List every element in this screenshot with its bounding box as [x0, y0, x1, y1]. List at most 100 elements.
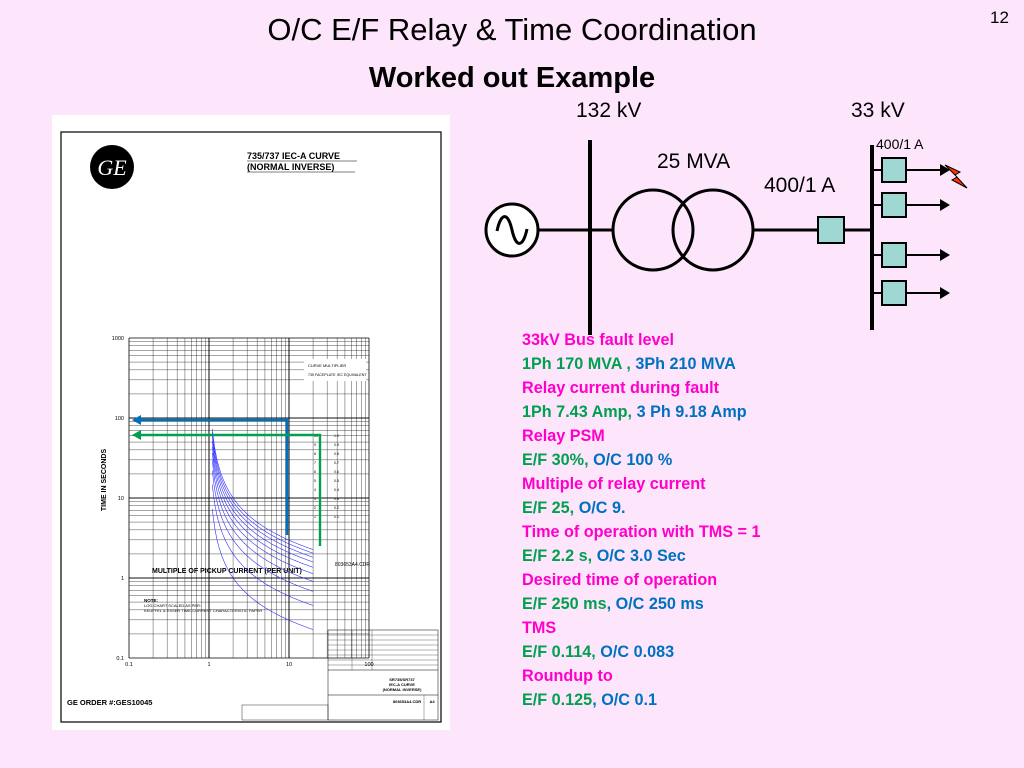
note-segment: , O/C 250 ms — [606, 595, 704, 613]
inverse-curve — [212, 432, 314, 554]
inverse-curve — [212, 446, 314, 568]
legend-col2: IEC EQUIVALENT — [337, 373, 367, 377]
title-block: SR735/SR737 IEC-A CURVE (NORMAL INVERSE)… — [241, 629, 439, 721]
note-segment: 1Ph 170 MVA , — [522, 355, 636, 373]
log-grid — [128, 337, 370, 659]
arrow-icon — [940, 164, 950, 176]
title-block-line3: (NORMAL INVERSE) — [383, 687, 422, 692]
curve-label: 9 — [314, 443, 316, 447]
x-tick-label: 1 — [207, 662, 210, 668]
inverse-curve — [212, 484, 314, 606]
note-segment: E/F 25, — [522, 499, 579, 517]
slide-title: O/C E/F Relay & Time Coordination — [267, 12, 757, 47]
sheet-border — [60, 131, 442, 723]
feeder-ct-3 — [881, 242, 907, 268]
feeder-1 — [872, 157, 950, 183]
note-segment: O/C 3.0 Sec — [596, 547, 686, 565]
note-segment: E/F 30%, — [522, 451, 594, 469]
inverse-curve — [212, 470, 314, 592]
note-segment: E/F 0.125 — [522, 691, 593, 709]
inverse-curve — [212, 428, 314, 550]
lv-voltage-label: 33 kV — [851, 99, 905, 122]
note-segment: O/C 100 % — [593, 451, 673, 469]
title-block-line2: IEC-A CURVE — [389, 682, 415, 687]
ge-order-number: GE ORDER #:GES10045 — [67, 698, 152, 707]
note-line: E/F 0.114, O/C 0.083 — [522, 640, 761, 664]
curve-title-line1: 735/737 IEC-A CURVE — [247, 151, 340, 161]
inverse-curve — [212, 436, 314, 558]
note-line: Time of operation with TMS = 1 — [522, 520, 761, 544]
iec-label: 0.6 — [334, 470, 339, 474]
transformer-primary-winding — [611, 188, 695, 272]
iec-label: 0.2 — [334, 506, 339, 510]
note-line: E/F 25, O/C 9. — [522, 496, 761, 520]
note-segment: Desired time of operation — [522, 571, 718, 589]
note-segment: Relay current during fault — [522, 379, 719, 397]
note-segment: 3 Ph 9.18 Amp — [636, 403, 747, 421]
legend-title: CURVE MULTIPLIER — [308, 363, 346, 368]
note-line: 1Ph 170 MVA , 3Ph 210 MVA — [522, 352, 761, 376]
inverse-curves — [212, 428, 314, 630]
y-axis-label: TIME IN SECONDS — [101, 449, 108, 512]
arrow-icon — [940, 199, 950, 211]
note-line: E/F 250 ms, O/C 250 ms — [522, 592, 761, 616]
curve-label: 6 — [314, 470, 316, 474]
iec-label: 0.3 — [334, 497, 339, 501]
note-line: Multiple of relay current — [522, 472, 761, 496]
note-line: E/F 30%, O/C 100 % — [522, 448, 761, 472]
feeder-2 — [872, 192, 950, 218]
x-axis-label: MULTIPLE OF PICKUP CURRENT (PER UNIT) — [152, 568, 302, 575]
transformer-secondary-winding — [671, 188, 755, 272]
inverse-curve — [212, 508, 314, 630]
feeder-ct-2 — [881, 192, 907, 218]
y-tick-label: 10 — [118, 496, 124, 502]
legend-col1: 735 FACEPLATE — [308, 373, 336, 377]
single-line-diagram — [484, 140, 968, 335]
y-tick-label: 0.1 — [116, 656, 124, 662]
iec-label: 0.9 — [334, 443, 339, 447]
ef-coordination-line — [132, 430, 322, 546]
curve-label: 3 — [314, 497, 316, 501]
feeder-4 — [872, 280, 950, 306]
x-tick-label: 0.1 — [125, 662, 133, 668]
curve-label: 2 — [314, 506, 316, 510]
title-block-line1: SR735/SR737 — [389, 677, 415, 682]
note-segment: TMS — [522, 619, 557, 637]
note-line2: KEUFFEL & ESSER TIME-CURRENT CHARACTERIS… — [144, 608, 262, 613]
title-block-size: A4 — [429, 699, 435, 704]
iec-label: 0.7 — [334, 461, 339, 465]
feeder-ct-4 — [881, 280, 907, 306]
main-ct-ratio-label: 400/1 A — [764, 174, 836, 197]
curve-label: 4 — [314, 488, 316, 492]
note-segment: E/F 2.2 s, — [522, 547, 597, 565]
note-title: NOTE: — [144, 598, 159, 603]
sine-wave-icon — [495, 215, 529, 245]
y-tick-label: 1 — [121, 576, 124, 582]
note-segment: O/C 9. — [578, 499, 626, 517]
note-line: TMS — [522, 616, 761, 640]
relay-curve-sheet: GE 735/737 IEC-A CURVE (NORMAL INVERSE) … — [52, 115, 450, 730]
curve-label: 1 — [314, 515, 316, 519]
inverse-curve — [212, 441, 314, 563]
iec-label: 0.1 — [334, 515, 339, 519]
note-segment: Relay PSM — [522, 427, 605, 445]
curve-label: 5 — [314, 479, 316, 483]
curve-label: 7 — [314, 461, 316, 465]
note-segment: O/C 0.083 — [600, 643, 675, 661]
curve-title-line2: (NORMAL INVERSE) — [247, 162, 334, 172]
transformer-rating-label: 25 MVA — [657, 150, 731, 173]
lightning-fault-icon — [944, 164, 968, 189]
note-line: 1Ph 7.43 Amp, 3 Ph 9.18 Amp — [522, 400, 761, 424]
note-segment: 1Ph 7.43 Amp, — [522, 403, 637, 421]
curve-label: 8 — [314, 452, 316, 456]
note-segment: 33kV Bus fault level — [522, 331, 675, 349]
note-line1: LOG CHART SCALED AS PER: — [144, 603, 201, 608]
note-line: Desired time of operation — [522, 568, 761, 592]
inverse-curve — [212, 452, 314, 574]
y-tick-label: 1000 — [112, 336, 124, 342]
feeder-ct-1 — [881, 157, 907, 183]
note-line: Roundup to — [522, 664, 761, 688]
note-segment: E/F 250 ms — [522, 595, 607, 613]
calculation-notes: 33kV Bus fault level 1Ph 170 MVA , 3Ph 21… — [522, 328, 761, 712]
title-block-drawing: 803653A4.CDR — [393, 699, 421, 704]
